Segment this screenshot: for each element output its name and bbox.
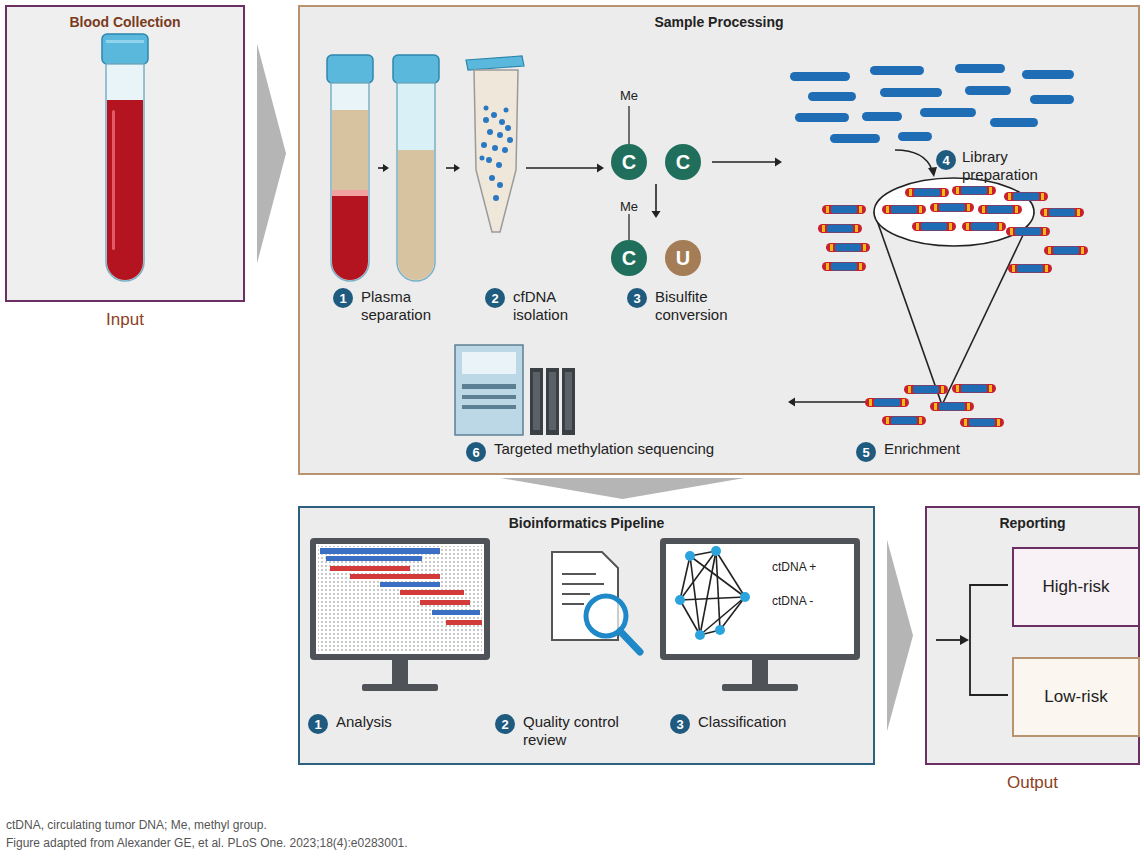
panel-title: Blood Collection (7, 14, 243, 31)
process-panel: Sample Processing (298, 5, 1140, 475)
step-label: Plasma separation (361, 288, 451, 324)
panel-ground (5, 5, 245, 302)
caption-text: ctDNA, circulating tumor DNA; Me, methyl… (6, 818, 267, 832)
flow-chevron (257, 44, 286, 264)
step-label: Analysis (336, 713, 392, 731)
step-label: Bisulfite conversion (655, 288, 755, 324)
dna-fragments (790, 64, 1074, 143)
callout-number: 5 (856, 442, 876, 462)
panel-ground (925, 506, 1140, 765)
sequencer-icon (455, 345, 575, 435)
risk-box: Low-risk (1012, 657, 1140, 737)
risk-box: High-risk (1012, 547, 1140, 627)
enrichment-funnel (874, 178, 1034, 405)
panel-title: Bioinformatics Pipeline (300, 515, 873, 532)
blood-tube (102, 34, 148, 281)
report-bracket (960, 635, 969, 645)
callout-number: 3 (670, 714, 690, 734)
flow-chevron (501, 478, 745, 499)
step-label: Classification (698, 713, 786, 731)
callout-number: 1 (333, 288, 353, 308)
methyl-bond (628, 106, 630, 144)
analysis-monitor (310, 538, 490, 691)
panel-title: Sample Processing (300, 14, 1138, 31)
callout-number: 1 (308, 714, 328, 734)
callout-number: 6 (466, 442, 486, 462)
step-label: Quality control review (523, 713, 643, 749)
report-bracket (936, 585, 1008, 695)
cfdna-tube (466, 56, 524, 232)
methyl-bond (628, 214, 630, 240)
base-symbol: C (611, 240, 647, 276)
base-symbol: U (665, 240, 701, 276)
class-label: ctDNA + (772, 560, 816, 574)
step-label: Library preparation (962, 148, 1062, 184)
plasma-tube (393, 55, 439, 281)
step-label: cfDNA isolation (513, 288, 603, 324)
library-fragments (818, 192, 1088, 427)
panel-ground (298, 5, 1140, 475)
base-symbol: C (611, 144, 647, 180)
io-label: Output (927, 773, 1138, 793)
qc-document (552, 552, 640, 652)
flow-chevron (887, 540, 913, 732)
reporting-panel: ReportingOutputHigh-riskLow-risk (925, 506, 1140, 765)
input-panel: Blood CollectionInput (5, 5, 245, 302)
methyl-label: Me (617, 88, 641, 104)
risk-label: High-risk (1042, 577, 1109, 597)
caption-text: Figure adapted from Alexander GE, et al.… (6, 836, 408, 850)
callout-number: 4 (936, 150, 956, 170)
plasma-tube (327, 55, 373, 281)
callout-number: 3 (627, 288, 647, 308)
callout-number: 2 (485, 288, 505, 308)
io-label: Input (7, 310, 243, 330)
methyl-label: Me (617, 199, 641, 215)
process-arrow (895, 150, 932, 170)
panel-ground (298, 506, 875, 765)
step-label: Enrichment (884, 440, 960, 458)
step-label: Targeted methylation sequencing (494, 440, 714, 458)
panel-title: Reporting (927, 515, 1138, 532)
callout-number: 2 (495, 714, 515, 734)
class-label: ctDNA - (772, 594, 813, 608)
process-arrow (928, 167, 937, 177)
base-symbol: C (665, 144, 701, 180)
classification-monitor (660, 538, 860, 691)
risk-label: Low-risk (1044, 687, 1107, 707)
